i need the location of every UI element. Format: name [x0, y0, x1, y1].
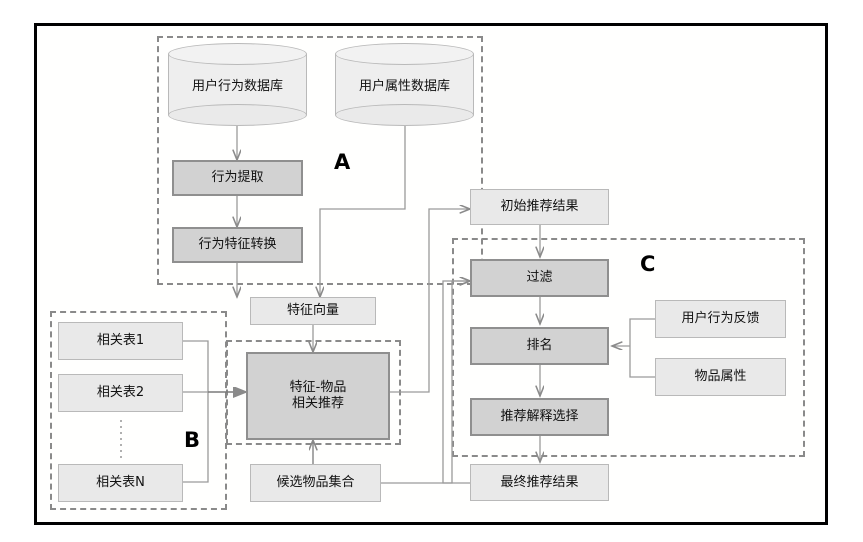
node-feature-vector[interactable]: 特征向量 [250, 297, 376, 325]
database-user-attribute: 用户属性数据库 [335, 43, 474, 126]
node-feature-item-recommend-line2: 相关推荐 [291, 396, 344, 411]
node-related-table-n[interactable]: 相关表N [58, 464, 183, 502]
node-filter[interactable]: 过滤 [470, 259, 609, 297]
node-recommend-explanation-select[interactable]: 推荐解释选择 [470, 398, 609, 436]
node-user-behavior-feedback[interactable]: 用户行为反馈 [655, 300, 786, 338]
cylinder-top [168, 43, 307, 65]
database-user-attribute-label: 用户属性数据库 [358, 79, 450, 94]
database-user-behavior: 用户行为数据库 [168, 43, 307, 126]
node-behavior-extraction[interactable]: 行为提取 [172, 160, 303, 196]
node-candidate-item-set[interactable]: 候选物品集合 [250, 464, 381, 502]
node-feature-item-recommend[interactable]: 特征-物品 相关推荐 [246, 352, 390, 440]
node-feature-item-recommend-line1: 特征-物品 [289, 380, 347, 396]
node-ranking[interactable]: 排名 [470, 327, 609, 365]
database-user-behavior-label: 用户行为数据库 [191, 79, 283, 94]
node-behavior-feature-transform[interactable]: 行为特征转换 [172, 227, 303, 263]
node-related-table-2[interactable]: 相关表2 [58, 374, 183, 412]
ellipsis-vertical [120, 420, 122, 458]
group-c-label: C [640, 252, 656, 276]
node-item-attribute[interactable]: 物品属性 [655, 358, 786, 396]
group-b-label: B [184, 428, 201, 452]
cylinder-bottom [335, 104, 474, 126]
cylinder-top [335, 43, 474, 65]
node-initial-recommend-result[interactable]: 初始推荐结果 [470, 189, 609, 225]
node-final-recommend-result[interactable]: 最终推荐结果 [470, 464, 609, 501]
group-a-label: A [334, 150, 351, 174]
node-related-table-1[interactable]: 相关表1 [58, 322, 183, 360]
cylinder-bottom [168, 104, 307, 126]
